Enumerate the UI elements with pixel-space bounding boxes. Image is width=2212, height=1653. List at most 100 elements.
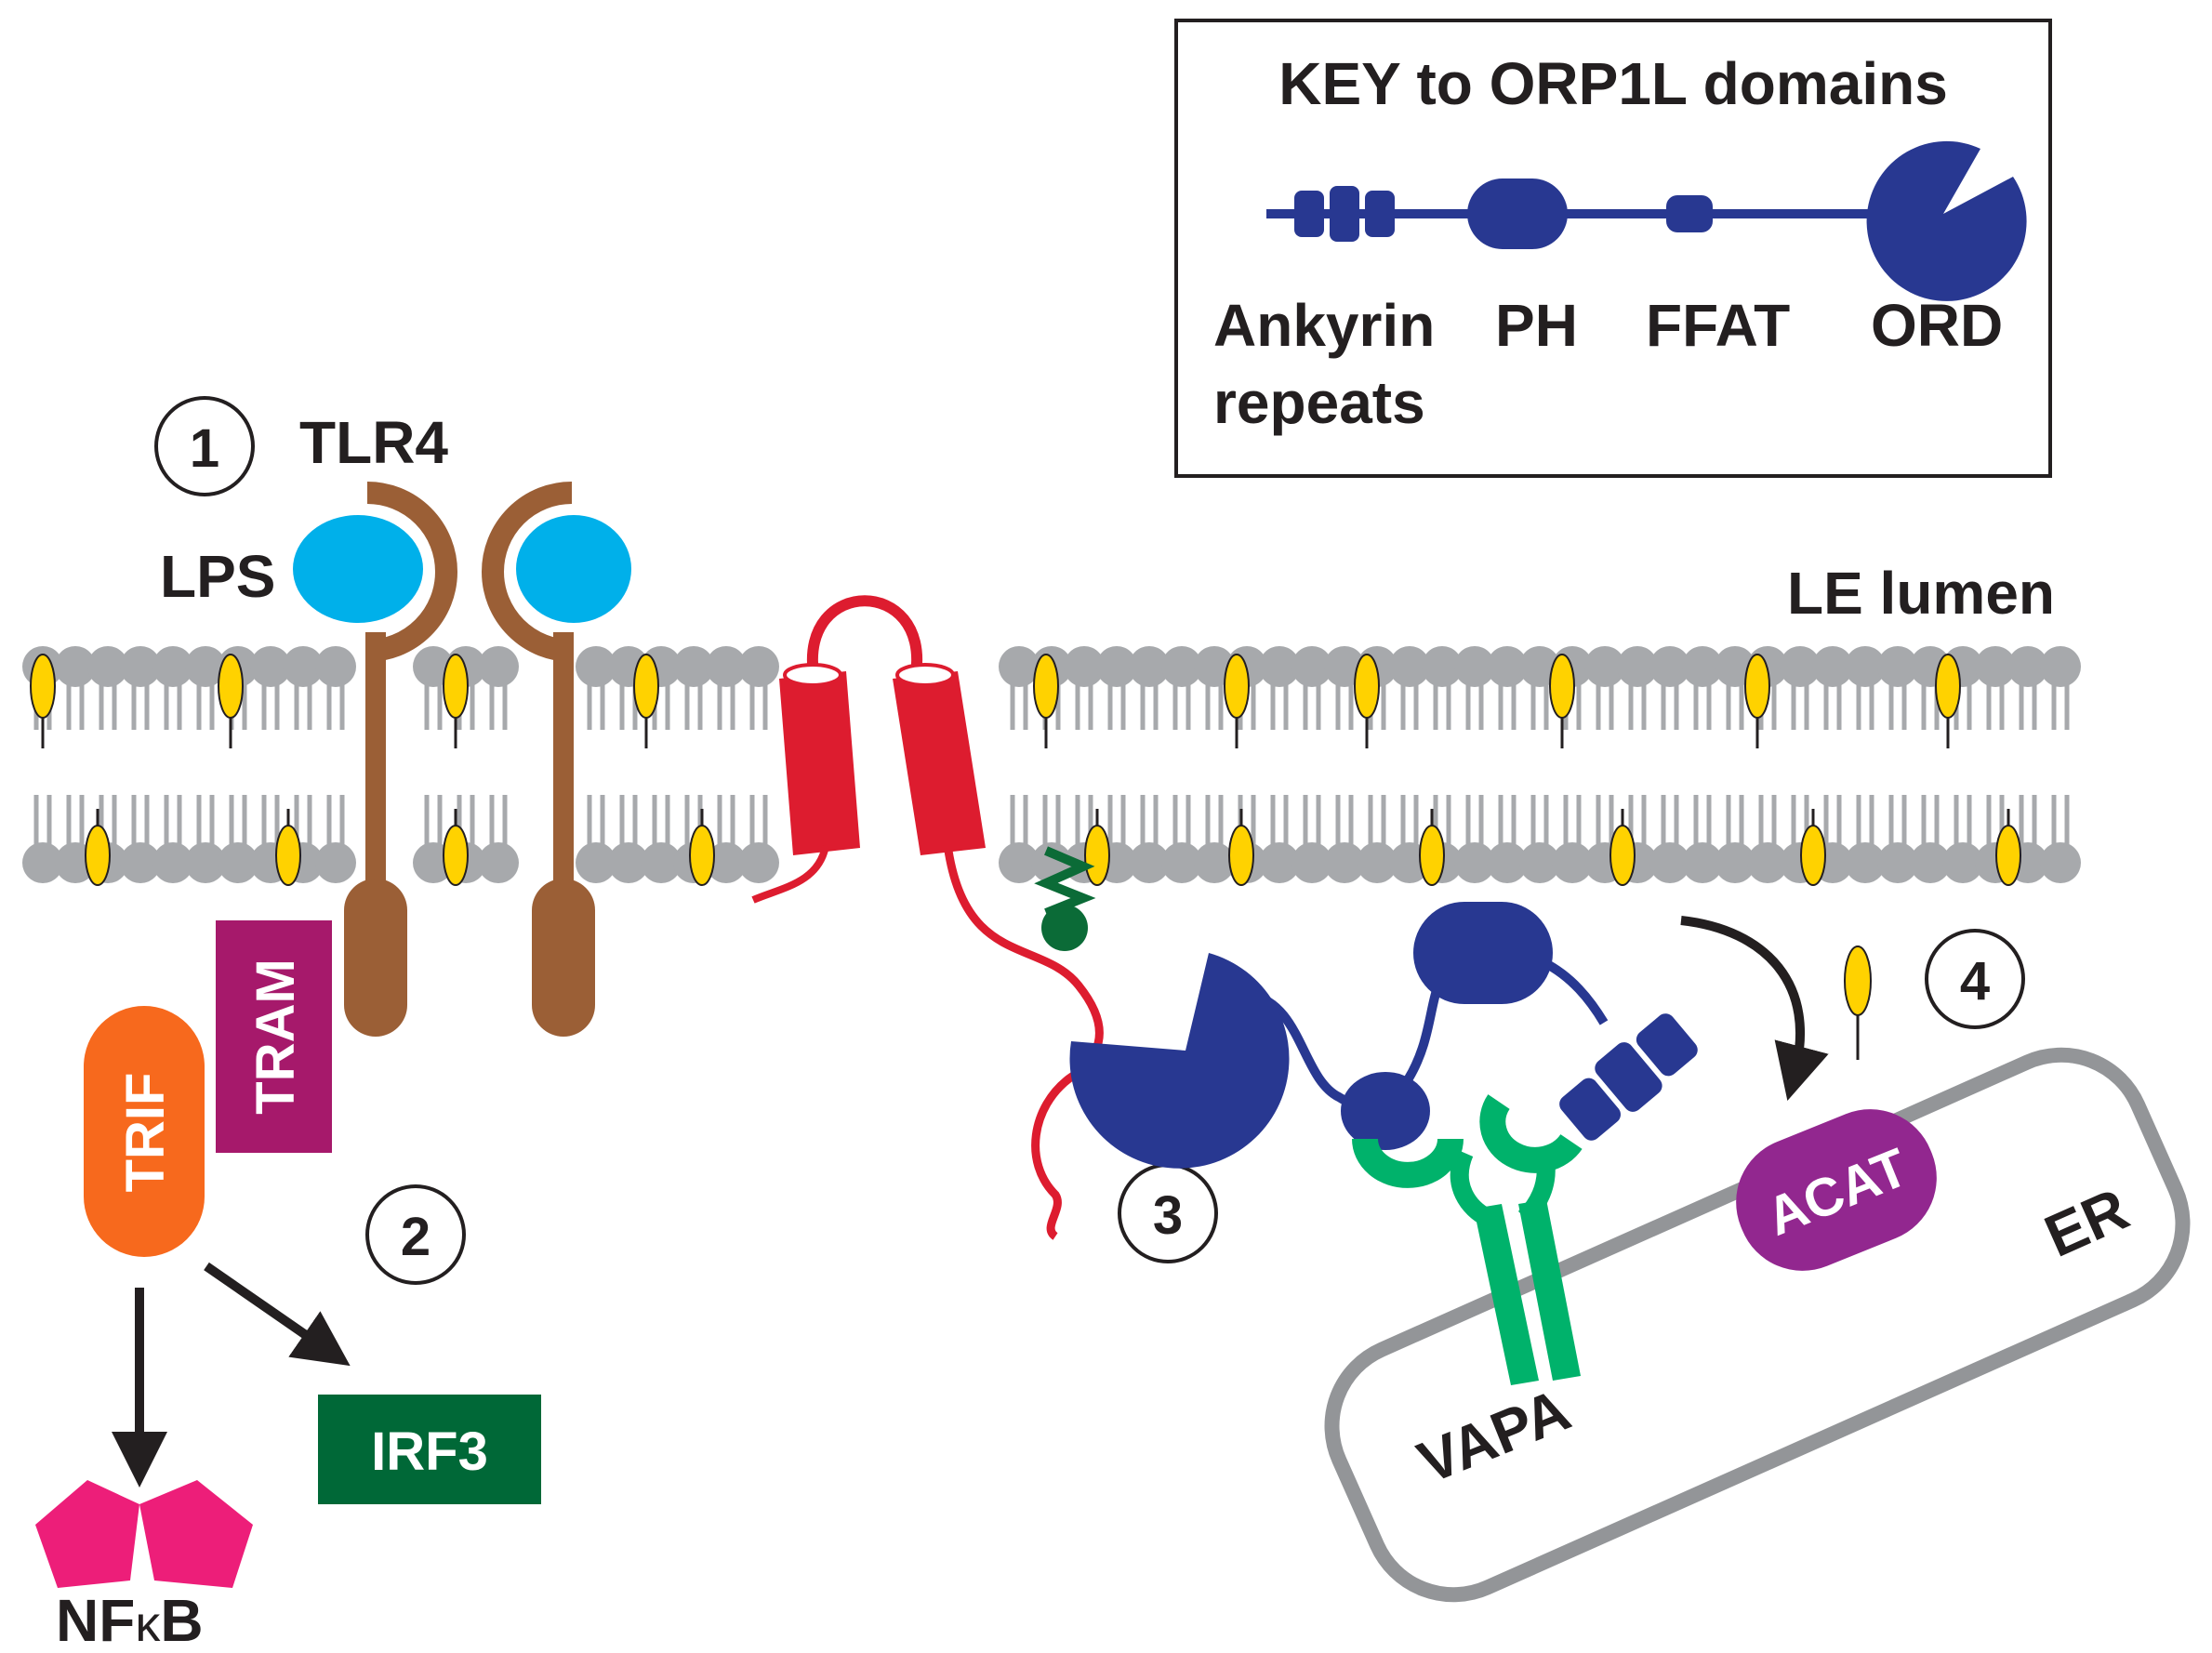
cholesterol-icon [1800, 825, 1826, 886]
label-tram: TRAM [245, 959, 306, 1115]
phospholipid-head-outer [1975, 646, 2016, 687]
phospholipid-head-inner [1194, 842, 1235, 883]
phospholipid-head-outer [673, 646, 714, 687]
phospholipid-head-inner [152, 842, 193, 883]
orp1l-ph-domain-icon [1413, 902, 1553, 1004]
phospholipid-head-inner [999, 842, 1040, 883]
phospholipid-head-inner [738, 842, 779, 883]
label-tlr4: TLR4 [299, 409, 448, 476]
label-nfkb: NFκB [56, 1587, 204, 1653]
svg-text:2: 2 [401, 1207, 430, 1267]
cholesterol-icon [1033, 654, 1059, 719]
er-membrane: ER [1324, 1047, 2191, 1603]
phospholipid-head-inner [1519, 842, 1560, 883]
acat-enzyme: ACAT [1736, 1109, 1937, 1271]
tlr4-receptor-left [344, 482, 457, 1037]
tlr4-receptor-right [482, 482, 595, 1037]
cholesterol-icon [1224, 654, 1250, 719]
phospholipid-head-outer [1812, 646, 1853, 687]
phospholipid-head-outer [1422, 646, 1463, 687]
cholesterol-icon [443, 654, 469, 719]
step-marker-1: 1 [154, 396, 255, 496]
phospholipid-head-outer [315, 646, 356, 687]
phospholipid-head-outer [1291, 646, 1332, 687]
phospholipid-head-outer [1096, 646, 1137, 687]
cholesterol-icon [1228, 825, 1254, 886]
phospholipid-head-outer [250, 646, 291, 687]
phospholipid-head-outer [55, 646, 96, 687]
phospholipid-head-inner [1454, 842, 1495, 883]
key-label-ph: PH [1495, 292, 1578, 359]
key-label-ankyrin: Ankyrin [1213, 292, 1435, 359]
phospholipid-head-outer [283, 646, 324, 687]
phospholipid-head-outer [2007, 646, 2048, 687]
phospholipid-head-outer [1454, 646, 1495, 687]
orp1l-protein [1069, 902, 1698, 1169]
phospholipid-head-outer [1845, 646, 1886, 687]
phospholipid-head-outer [87, 646, 128, 687]
key-label-ord: ORD [1871, 292, 2003, 359]
cholesterol-icon [1419, 825, 1445, 886]
cholesterol-icon [1609, 825, 1636, 886]
phospholipid-head-inner [1715, 842, 1755, 883]
label-lps: LPS [160, 543, 275, 610]
phospholipid-head-outer [152, 646, 193, 687]
cholesterol-icon [1744, 654, 1770, 719]
lps-ligand-right [516, 515, 631, 623]
phospholipid-head-inner [120, 842, 161, 883]
phospholipid-head-inner [1649, 842, 1690, 883]
svg-text:3: 3 [1153, 1185, 1183, 1246]
cholesterol-icon [275, 825, 301, 886]
orp1l-ankyrin-repeats-icon [1559, 1013, 1698, 1141]
nfkb-dimer [35, 1480, 253, 1588]
cholesterol-icon [689, 825, 715, 886]
phospholipid-head-inner [1129, 842, 1170, 883]
phospholipid-head-inner [1487, 842, 1528, 883]
lps-ligand-left [293, 515, 423, 623]
phospholipid-head-inner [641, 842, 682, 883]
trif-adaptor: TRIF [84, 1006, 205, 1257]
label-le-lumen: LE lumen [1787, 560, 2055, 627]
phospholipid-head-outer [1259, 646, 1300, 687]
step-marker-4: 4 [1925, 929, 2025, 1029]
orp1l-ffat-motif-icon [1341, 1072, 1430, 1150]
phospholipid-head-inner [1910, 842, 1951, 883]
cholesterol-icon [1549, 654, 1575, 719]
orp1l-ord-domain-icon [1069, 953, 1290, 1169]
key-label-repeats: repeats [1213, 369, 1425, 436]
phospholipid-head-outer [1877, 646, 1918, 687]
phospholipid-head-inner [576, 842, 616, 883]
phospholipid-head-inner [478, 842, 519, 883]
cholesterol-icon [1935, 654, 1961, 719]
phospholipid-head-inner [1682, 842, 1723, 883]
phospholipid-head-inner [1161, 842, 1202, 883]
svg-text:4: 4 [1960, 951, 1990, 1012]
key-ankyrin-repeats-icon [1294, 186, 1395, 242]
phospholipid-head-outer [1780, 646, 1821, 687]
phospholipid-head-inner [1747, 842, 1788, 883]
key-ffat-motif-icon [1666, 195, 1713, 232]
phospholipid-head-inner [1877, 842, 1918, 883]
phospholipid-head-inner [22, 842, 63, 883]
phospholipid-head-outer [1161, 646, 1202, 687]
key-ord-domain-icon [1866, 140, 2027, 301]
phospholipid-head-inner [1845, 842, 1886, 883]
phospholipid-head-inner [185, 842, 226, 883]
step-marker-3: 3 [1118, 1163, 1218, 1263]
phospholipid-head-inner [1942, 842, 1983, 883]
cholesterol-icon [443, 825, 469, 886]
label-irf3: IRF3 [371, 1422, 488, 1482]
phospholipid-head-inner [1357, 842, 1397, 883]
phospholipid-head-outer [1649, 646, 1690, 687]
prenyl-anchor-icon [1034, 846, 1096, 951]
phospholipid-head-outer [120, 646, 161, 687]
phospholipid-head-outer [999, 646, 1040, 687]
svg-text:1: 1 [190, 418, 219, 479]
phospholipid-head-inner [315, 842, 356, 883]
late-endosome-membrane [22, 646, 2081, 886]
phospholipid-head-inner [1259, 842, 1300, 883]
phospholipid-head-inner [218, 842, 258, 883]
phospholipid-head-outer [1682, 646, 1723, 687]
key-ph-domain-icon [1467, 179, 1568, 249]
